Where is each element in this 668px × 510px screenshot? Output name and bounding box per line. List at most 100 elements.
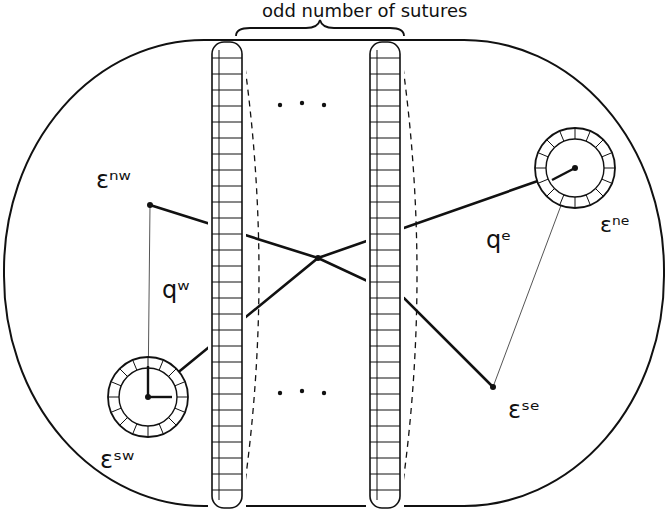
ellipsis-dot — [322, 103, 326, 107]
ellipsis-dot — [278, 391, 282, 395]
ellipsis-dot — [322, 391, 326, 395]
band-rung — [370, 218, 400, 219]
variable-label: εˢᵉ — [508, 396, 540, 425]
arc-line — [150, 205, 493, 387]
clock-tick — [538, 179, 548, 183]
suture-band — [208, 42, 259, 508]
band-rung — [212, 378, 242, 379]
band-rung — [370, 346, 400, 347]
band-rung — [370, 410, 400, 411]
band-rung — [212, 362, 242, 363]
suture-bands — [208, 42, 417, 508]
clock-center — [145, 394, 151, 400]
band-rung — [370, 458, 400, 459]
band-rung — [370, 314, 400, 315]
band-rung — [212, 490, 242, 491]
band-rung — [212, 330, 242, 331]
variable-label: εⁿʷ — [96, 166, 131, 195]
band-rung — [370, 74, 400, 75]
point — [490, 384, 496, 390]
clock-tick — [586, 131, 590, 141]
band-rung — [370, 394, 400, 395]
clock-tick — [148, 426, 149, 437]
band-rung — [212, 266, 242, 267]
band-rung — [370, 122, 400, 123]
band-rung — [370, 202, 400, 203]
band-rung — [212, 346, 242, 347]
band-rung — [212, 202, 242, 203]
clock-tick — [575, 128, 576, 139]
clock-tick — [111, 408, 121, 412]
band-rung — [370, 186, 400, 187]
band-rung — [370, 106, 400, 107]
suture-band — [366, 42, 417, 508]
band-gap — [366, 42, 404, 508]
band-rung — [370, 378, 400, 379]
band-rung — [212, 106, 242, 107]
clock-hand — [147, 366, 149, 397]
band-rung — [212, 154, 242, 155]
ellipsis-dot — [300, 101, 304, 105]
band-rung — [212, 90, 242, 91]
clock-face — [546, 139, 604, 197]
clock-tick — [602, 153, 612, 157]
clock-tick — [175, 382, 185, 386]
clock-tick — [175, 408, 185, 412]
variable-label: εˢʷ — [100, 446, 134, 475]
band-gap — [208, 42, 246, 508]
band-rung — [370, 90, 400, 91]
clock-tick — [604, 168, 615, 169]
band-inner-edge — [219, 50, 220, 500]
band-rung — [212, 426, 242, 427]
band-rung — [212, 186, 242, 187]
clock-tick — [159, 424, 163, 434]
clock-tick — [133, 360, 137, 370]
clock-symbol — [535, 128, 615, 208]
clock-tick — [120, 418, 128, 426]
clock-symbols — [108, 128, 615, 437]
band-rung — [212, 410, 242, 411]
ellipsis-dot — [278, 103, 282, 107]
band-rung — [212, 394, 242, 395]
band-rung — [212, 458, 242, 459]
surface-outline — [4, 40, 664, 506]
band-rung — [370, 250, 400, 251]
clock-tick — [111, 382, 121, 386]
clock-hand — [552, 168, 575, 180]
clock-tick — [177, 397, 188, 398]
bracket-label: odd number of sutures — [262, 0, 467, 22]
clock-tick — [535, 168, 546, 169]
clock-rim — [108, 357, 188, 437]
clock-tick — [547, 140, 555, 148]
band-rung — [212, 138, 242, 139]
band-rung — [212, 298, 242, 299]
clock-tick — [159, 360, 163, 370]
band-rung — [370, 298, 400, 299]
clock-tick — [538, 153, 548, 157]
band-rung — [212, 74, 242, 75]
band-rung — [370, 330, 400, 331]
clock-symbol — [108, 357, 188, 437]
point — [315, 255, 321, 261]
band-rung — [212, 314, 242, 315]
ellipsis-dot — [300, 389, 304, 393]
band-rung — [212, 474, 242, 475]
band-rung — [212, 170, 242, 171]
clock-tick — [596, 140, 604, 148]
clock-tick — [560, 131, 564, 141]
clock-tick — [120, 369, 128, 377]
clock-tick — [586, 195, 590, 205]
variable-label: qᵉ — [486, 226, 511, 255]
band-rung — [370, 234, 400, 235]
band-rung — [212, 442, 242, 443]
band-rung — [370, 154, 400, 155]
clock-tick — [169, 369, 177, 377]
band-rung — [212, 250, 242, 251]
clock-tick — [133, 424, 137, 434]
band-rung — [212, 282, 242, 283]
band-rung — [212, 218, 242, 219]
variable-label: εⁿᵉ — [600, 212, 630, 238]
band-rung — [212, 58, 242, 59]
point — [147, 202, 153, 208]
